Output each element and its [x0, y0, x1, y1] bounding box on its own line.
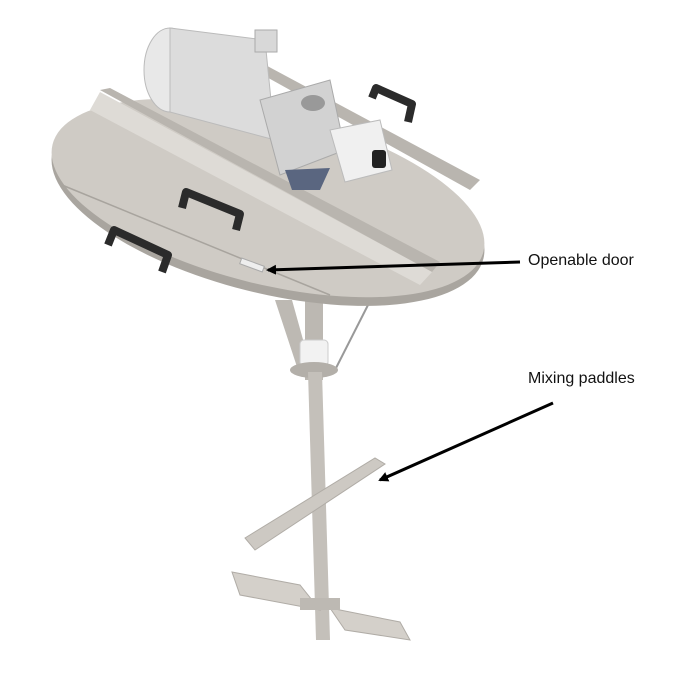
openable-door-label: Openable door — [528, 252, 634, 269]
door-hinge — [239, 257, 265, 273]
mixing-paddles-label: Mixing paddles — [528, 370, 635, 387]
gear-motor — [143, 27, 393, 190]
door-seam — [61, 184, 331, 296]
lid-handles — [104, 84, 416, 274]
upper-paddle — [244, 457, 386, 551]
door-arrow — [266, 260, 521, 275]
lower-paddle — [231, 571, 411, 641]
paddles-arrow — [378, 401, 554, 482]
motor-rail — [90, 38, 480, 285]
